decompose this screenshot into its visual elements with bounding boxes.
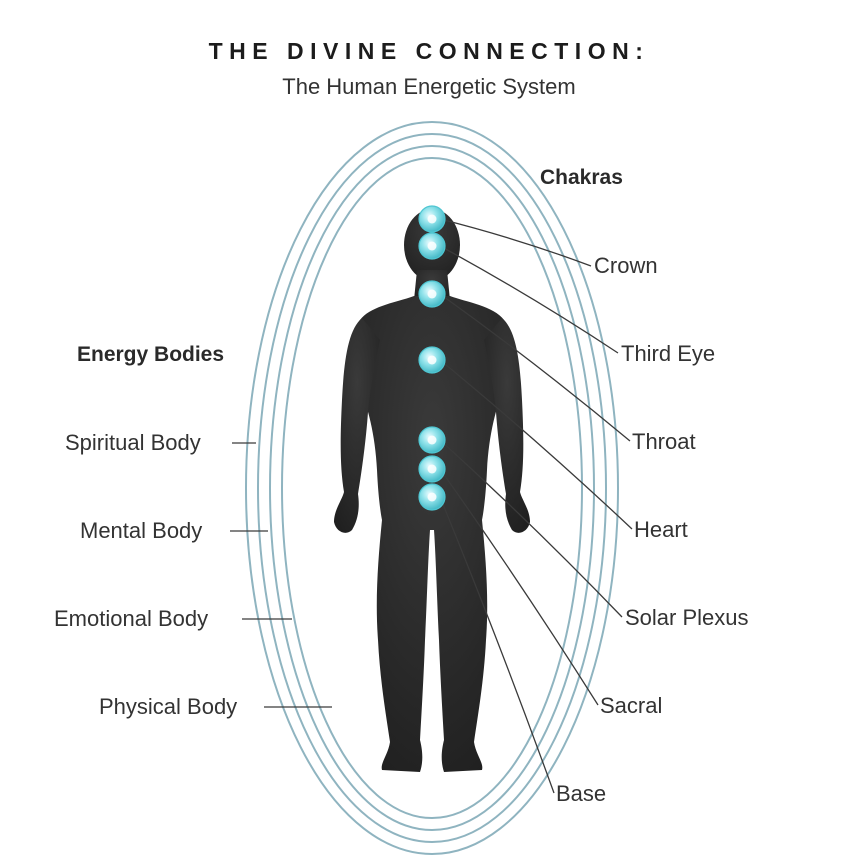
chakra-dot-core <box>427 464 437 474</box>
chakra-label-base: Base <box>556 781 607 806</box>
chakra-label-solar-plexus: Solar Plexus <box>625 605 749 630</box>
chakra-dot-core <box>427 355 437 365</box>
chakra-pointer-line <box>439 439 623 618</box>
figure-torso-legs <box>352 296 512 772</box>
chakra-label-third-eye: Third Eye <box>621 341 716 366</box>
chakra-pointer-line <box>439 218 592 267</box>
chakra-pointer-line <box>439 359 633 530</box>
chakra-label-crown: Crown <box>594 253 658 278</box>
energy-body-label-spiritual: Spiritual Body <box>65 430 201 455</box>
energy-body-label-physical: Physical Body <box>99 694 238 719</box>
chakra-dot-core <box>427 214 437 224</box>
chakra-dot-core <box>427 435 437 445</box>
figure-left-arm <box>334 318 380 533</box>
page-subtitle: The Human Energetic System <box>282 74 576 99</box>
energy-body-label-mental: Mental Body <box>80 518 203 543</box>
chakras-heading: Chakras <box>540 166 623 189</box>
chakra-dots <box>418 205 446 511</box>
chakra-label-sacral: Sacral <box>600 693 663 718</box>
page-title: THE DIVINE CONNECTION: <box>208 38 650 64</box>
aura-ring <box>269 145 595 831</box>
chakra-dot-core <box>427 289 437 299</box>
aura-ring <box>245 121 619 855</box>
energy-bodies-heading: Energy Bodies <box>77 343 225 366</box>
aura-rings <box>245 121 619 855</box>
chakra-label-heart: Heart <box>634 517 688 542</box>
energy-body-label-emotional: Emotional Body <box>54 606 209 631</box>
chakra-pointer-line <box>439 245 619 354</box>
chakra-dot-core <box>427 492 437 502</box>
chakra-label-throat: Throat <box>632 429 696 454</box>
chakra-pointer-line <box>439 496 555 794</box>
aura-ring <box>281 157 583 819</box>
chakra-pointer-line <box>439 293 631 442</box>
figure-right-arm <box>484 318 530 533</box>
chakra-pointer-line <box>439 468 599 706</box>
energy-body-pointer-lines <box>230 442 332 708</box>
aura-ring <box>257 133 607 843</box>
chakra-pointer-lines <box>439 218 633 794</box>
chakra-dot-core <box>427 241 437 251</box>
